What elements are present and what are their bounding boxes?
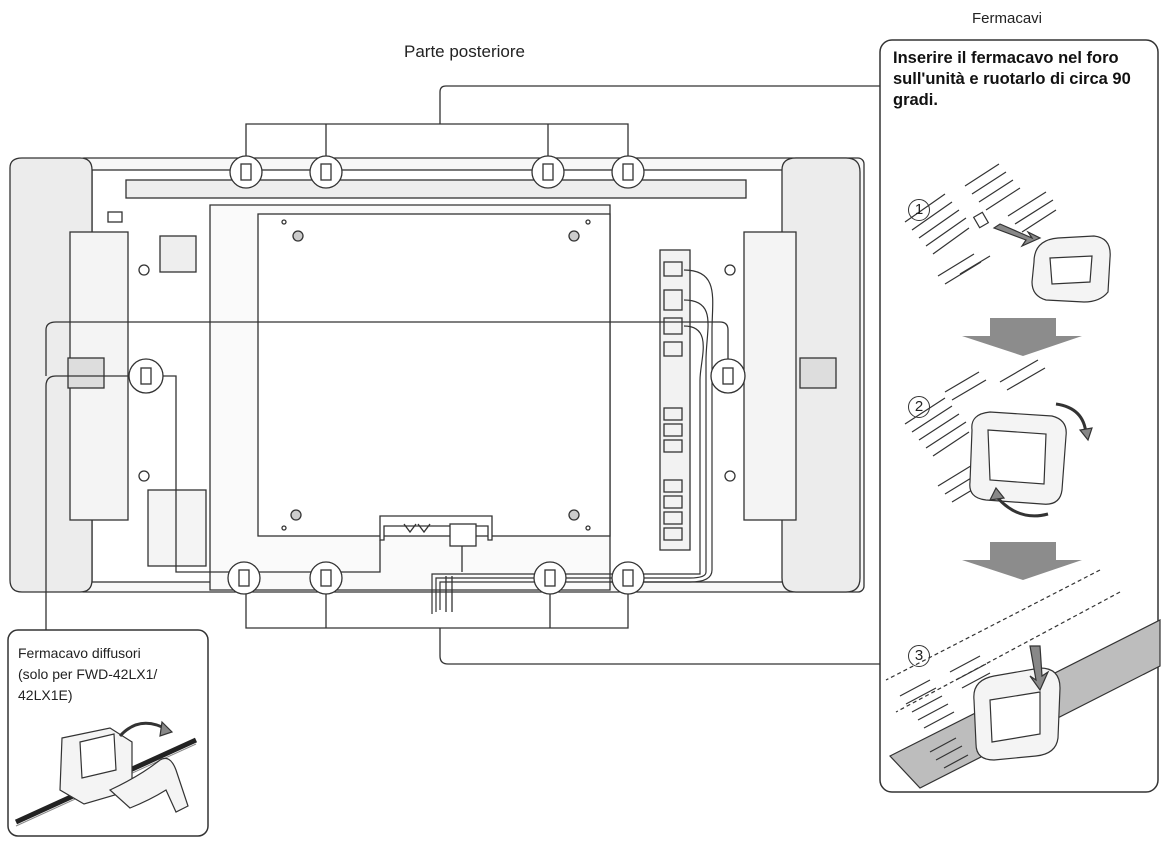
speaker-clamp-illustration — [14, 720, 198, 827]
plate-screw — [568, 230, 580, 242]
clamp-marker-bottom-4 — [611, 561, 645, 595]
clamp-marker-left — [128, 358, 164, 394]
right-speaker — [724, 157, 861, 593]
clamp-marker-bottom-1 — [227, 561, 261, 595]
clamp-instruction-box — [879, 39, 1159, 793]
speaker-clamp-caption-line2: (solo per FWD-42LX1/ — [18, 666, 158, 682]
down-arrows — [962, 318, 1082, 580]
step2-illustration — [904, 359, 1093, 518]
rear-panel-title: Parte posteriore — [404, 42, 525, 61]
speaker-clamp-caption-line3: 42LX1E) — [18, 687, 73, 703]
plate-screw — [568, 509, 580, 521]
clamp-marker-bottom-2 — [309, 561, 343, 595]
plate-screw — [290, 509, 302, 521]
power-box — [147, 489, 207, 567]
clamp-instruction-text: Inserire il fermacavo nel foro sull'unit… — [893, 49, 1131, 109]
speaker-clamp-caption-line1: Fermacavo diffusori — [18, 645, 141, 661]
top-rail — [125, 179, 747, 199]
cable-bundle — [439, 269, 714, 610]
label-plate — [159, 235, 197, 273]
connector-panel — [659, 249, 691, 551]
step-2-marker: 2 — [908, 396, 930, 418]
bottom-connector-block — [379, 515, 493, 541]
down-arrow-1 — [962, 318, 1082, 356]
step-3-marker: 3 — [908, 645, 930, 667]
clamp-marker-top-4 — [611, 155, 645, 189]
press-arrow — [1029, 645, 1050, 692]
mounting-plate — [257, 213, 611, 537]
speaker-clamp-caption: Fermacavo diffusori (solo per FWD-42LX1/… — [18, 643, 208, 706]
insert-arrow — [992, 223, 1042, 248]
step1-illustration — [904, 163, 1111, 303]
rotate-arrow-bottom — [994, 495, 1049, 518]
step3-illustration — [885, 569, 1161, 789]
clamp-marker-right — [710, 358, 746, 394]
cable-clamps-title: Fermacavi — [972, 10, 1043, 27]
clamp-marker-bottom-3 — [533, 561, 567, 595]
clamp-marker-top-3 — [531, 155, 565, 189]
plate-screw — [292, 230, 304, 242]
clamp-marker-top-2 — [309, 155, 343, 189]
callout-lines — [45, 85, 880, 665]
down-arrow-2 — [962, 542, 1082, 580]
step-1-marker: 1 — [908, 199, 930, 221]
clamp-marker-top-1 — [229, 155, 263, 189]
speaker-clamp-box — [7, 629, 209, 837]
